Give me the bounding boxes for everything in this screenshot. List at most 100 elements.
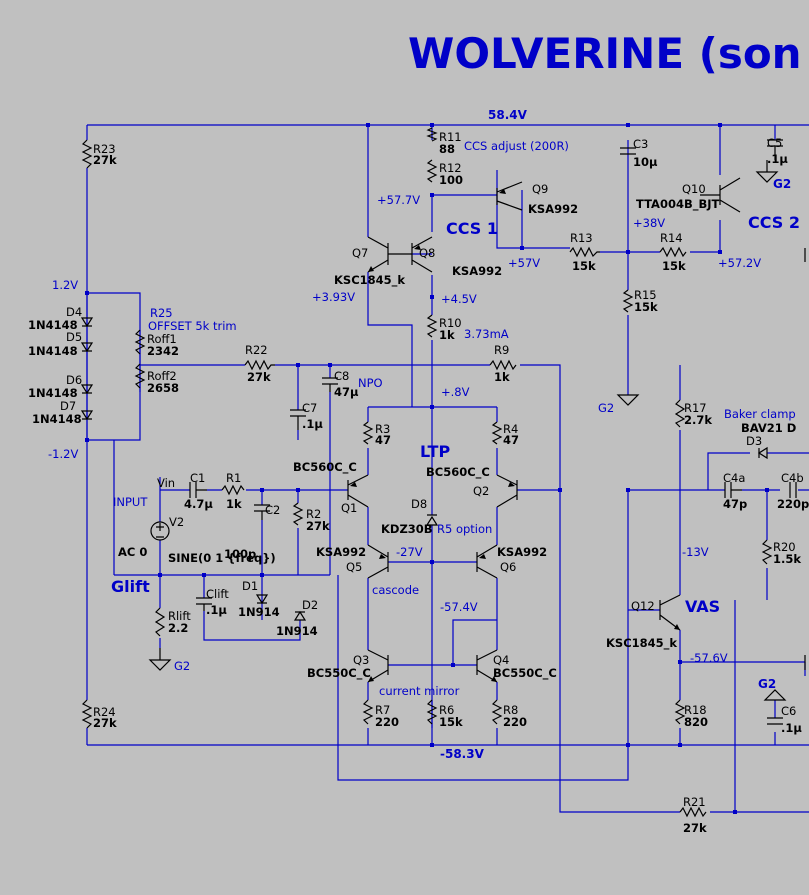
label-components-q5-value: KSA992 <box>316 545 366 559</box>
label-components-d4-value: 1N4148 <box>28 318 78 332</box>
resistor-r15 <box>622 289 634 313</box>
label-components-d4-name: D4 <box>66 305 82 319</box>
label-components-r8-name: R8 <box>503 703 518 717</box>
resistor-r4 <box>491 421 503 445</box>
resistor-r1 <box>221 484 245 496</box>
label-components-r8-value: 220 <box>503 715 527 729</box>
label-components-c5-value: .1µ <box>767 152 788 166</box>
label-components-r22-value: 27k <box>247 370 271 384</box>
resistor-r21 <box>679 806 707 818</box>
label-components-r20-name: R20 <box>773 540 796 554</box>
label-components-v2-node: Vin <box>157 476 175 490</box>
label-components-c3-value: 10µ <box>633 155 658 169</box>
label-components-q8-name: Q8 <box>419 246 435 260</box>
resistor-r6 <box>426 699 438 725</box>
capacitor-c6 <box>767 717 783 725</box>
label-components-r3-value: 47 <box>375 433 391 447</box>
resistor-roff1 <box>134 329 146 355</box>
label-components-q1-name: Q1 <box>341 501 357 515</box>
label-components-d6-name: D6 <box>66 373 82 387</box>
label-components-d2-name: D2 <box>302 598 318 612</box>
label-components-c1-name: C1 <box>190 471 205 485</box>
resistor-r17 <box>674 399 686 428</box>
label-components-r9-value: 1k <box>494 370 510 384</box>
resistor-r3 <box>362 421 374 445</box>
capacitor-c4a <box>724 482 742 498</box>
label-components-q12-name: Q12 <box>631 599 655 613</box>
label-components-c1-value: 4.7µ <box>184 497 213 511</box>
resistor-r9 <box>489 359 517 371</box>
label-components-v2-name: V2 <box>169 515 184 529</box>
label-npo: NPO <box>358 376 383 390</box>
transistor-q10 <box>700 177 741 213</box>
net-g2-c: G2 <box>773 177 791 191</box>
label-components-d6-value: 1N4148 <box>28 386 78 400</box>
label-components-r2-name: R2 <box>306 507 321 521</box>
transistor-q8 <box>411 236 433 273</box>
label-components-c2-value: 100p <box>224 547 256 561</box>
label-components-r6-value: 15k <box>439 715 463 729</box>
capacitor-c3 <box>620 147 636 155</box>
label-components-r10-name: R10 <box>439 316 462 330</box>
transistor-q2 <box>496 474 518 508</box>
transistor-q6 <box>476 544 498 579</box>
label-components-r21-name: R21 <box>683 795 706 809</box>
label-components-rlift-name: Rlift <box>168 609 191 623</box>
label-components-r23-name: R23 <box>93 142 116 156</box>
ground-icon <box>763 689 787 701</box>
label-glift: Glift <box>111 577 150 596</box>
label-components-q4-name: Q4 <box>493 653 509 667</box>
label-input: INPUT <box>113 495 148 509</box>
label-components-q3-value: BC550C_C <box>307 666 371 681</box>
label-components-q7-name: Q7 <box>352 246 368 260</box>
label-components-r18-name: R18 <box>684 703 707 717</box>
capacitor-clift <box>196 597 212 611</box>
label-components-c8-name: C8 <box>334 369 349 383</box>
net-bias-pos: 1.2V <box>52 278 78 292</box>
label-components-c4a-name: C4a <box>723 471 745 485</box>
label-components-q4-value: BC550C_C <box>493 666 557 681</box>
resistor-r18 <box>674 699 686 725</box>
label-components-q6-name: Q6 <box>500 560 516 574</box>
transistor-q12 <box>659 594 681 631</box>
label-components-q8-value: KSA992 <box>452 264 502 278</box>
net-v38: +38V <box>633 216 665 230</box>
label-components-q10-name: Q10 <box>682 182 706 196</box>
label-components-q2-value: BC560C_C <box>426 465 490 480</box>
label-components-d1-name: D1 <box>242 579 258 593</box>
label-components-c4b-value: 220p <box>777 497 809 511</box>
resistor-r14 <box>659 246 687 258</box>
label-components-r23-value: 27k <box>93 153 117 167</box>
label-components-r11-value: 88 <box>439 142 455 156</box>
label-components-d2-value: 1N914 <box>276 624 318 638</box>
label-components-r6-name: R6 <box>439 703 454 717</box>
label-components-q6-value: KSA992 <box>497 545 547 559</box>
diode-d3 <box>757 446 768 460</box>
resistor-r22 <box>244 359 275 371</box>
label-components-r14-value: 15k <box>662 259 686 273</box>
label-components-q7-value: KSC1845_k <box>334 273 405 288</box>
net-v57: +57V <box>508 256 540 270</box>
ground-icon <box>755 160 779 183</box>
capacitor-c2 <box>254 504 270 520</box>
capacitor-c7 <box>290 409 306 430</box>
label-r5-option: R5 option <box>437 522 492 536</box>
label-components-c2-name: C2 <box>265 503 280 517</box>
resistor-r20 <box>761 539 773 565</box>
net-g2-b: G2 <box>598 401 614 415</box>
label-ltp: LTP <box>420 442 450 461</box>
diode-d5 <box>80 342 94 353</box>
label-components-d3-value: BAV21 D <box>741 421 796 435</box>
label-components-roff1-name: Roff1 <box>147 332 177 346</box>
net-v572: +57.2V <box>718 256 761 270</box>
resistor-r2 <box>292 502 304 526</box>
label-components-r25-name: R25 <box>150 306 173 320</box>
label-components-v2-src: SINE(0 1 {freq}) <box>168 551 276 565</box>
label-components-roff2-value: 2658 <box>147 381 179 395</box>
label-components-d1-value: 1N914 <box>238 605 280 619</box>
label-components-r4-name: R4 <box>503 422 518 436</box>
label-components-c7-value: .1µ <box>302 417 323 431</box>
net-vm576: -57.6V <box>690 651 728 665</box>
label-components-r24-name: R24 <box>93 705 116 719</box>
label-ccs-adjust: CCS adjust (200R) <box>464 139 569 153</box>
